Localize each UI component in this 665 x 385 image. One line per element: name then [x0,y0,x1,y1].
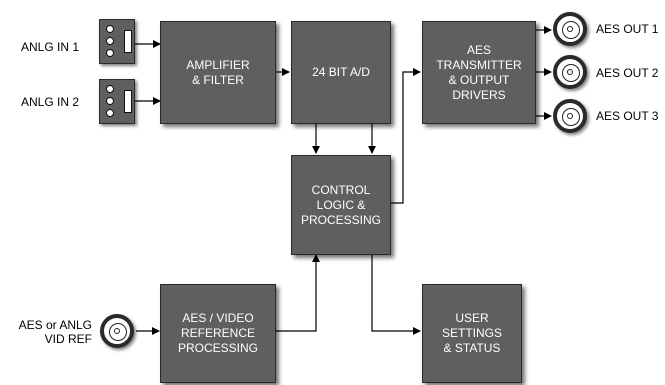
aes-out-1-label: AES OUT 1 [596,22,659,36]
arrow-control-to-user [371,253,421,335]
adc-block: 24 BIT A/D [291,21,391,124]
reference-processing-block: AES / VIDEO REFERENCE PROCESSING [160,284,276,383]
aes-out-2-label: AES OUT 2 [596,66,659,80]
aes-out-3-bnc [553,99,587,133]
analog-input-2-jack [99,79,135,124]
aes-transmitter-block: AES TRANSMITTER & OUTPUT DRIVERS [422,21,536,124]
aes-out-1-bnc [553,12,587,46]
analog-input-1-jack [99,19,135,64]
aes-out-2-bnc [553,55,587,89]
reference-input-bnc [100,314,134,348]
reference-input-label: AES or ANLG VID REF [18,318,92,346]
user-settings-block: USER SETTINGS & STATUS [422,284,522,383]
control-logic-block: CONTROL LOGIC & PROCESSING [291,155,391,255]
aes-out-3-label: AES OUT 3 [596,109,659,123]
arrow-control-to-aes [389,68,421,204]
analog-input-2-label: ANLG IN 2 [21,95,80,109]
analog-input-1-label: ANLG IN 1 [21,40,80,54]
amplifier-filter-block: AMPLIFIER & FILTER [160,21,276,124]
arrow-refproc-to-control [275,254,320,332]
